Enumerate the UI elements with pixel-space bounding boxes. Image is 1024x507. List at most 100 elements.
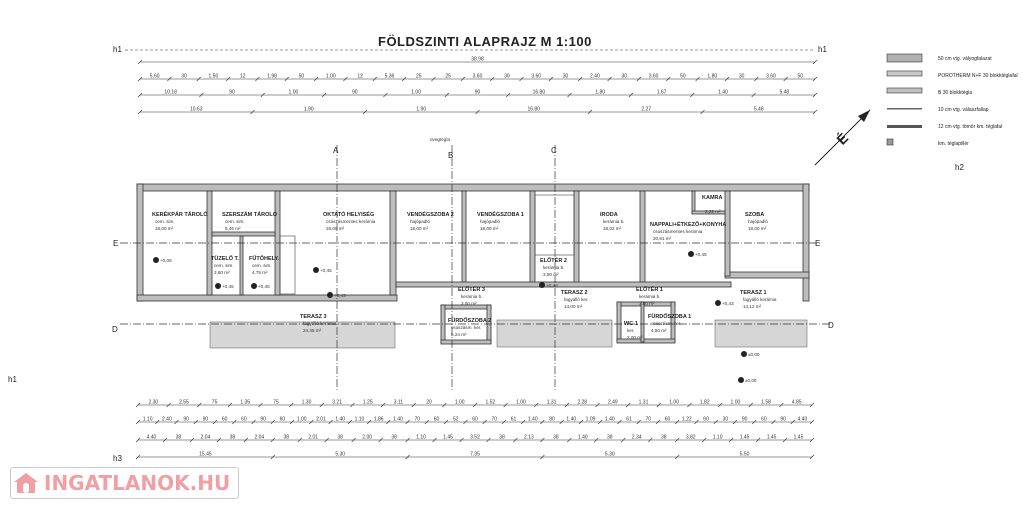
dimension-label: 38: [661, 435, 667, 441]
north-arrow-icon: É: [814, 109, 871, 166]
dimension-label: 3.82: [686, 435, 696, 441]
building-outline: [136, 183, 810, 349]
section-mark-e-right: E: [815, 239, 820, 248]
dimension-label: 61: [626, 417, 632, 423]
dimension-label: 1.40: [393, 417, 403, 423]
room-name: FÜRDŐSZOBA 2: [448, 317, 491, 324]
dimension-label: 1.00: [297, 417, 307, 423]
room-area: 24,45 m²: [303, 328, 322, 333]
dimension-label: 1.40: [605, 417, 615, 423]
dimension-label: 1.31: [639, 400, 649, 406]
dimension-label: 2.34: [632, 435, 642, 441]
dimension-label: 38: [230, 435, 236, 441]
dimension-label: 16.80: [533, 90, 546, 96]
dimension-label: 3.11: [394, 400, 404, 406]
room-floor: kerámia b.: [639, 294, 660, 299]
level-mark-h1-left: h1: [113, 45, 122, 54]
room-name: SZOBA: [745, 212, 764, 218]
dimension-label: 1.00: [516, 400, 526, 406]
room-floor: cem. sim.: [225, 219, 245, 224]
room-area: 26,08 m²: [326, 226, 345, 231]
room-name: VENDÉGSZOBA 2: [407, 210, 454, 218]
room-floor: hajópadló: [480, 219, 500, 224]
elevation-label: +0,45: [222, 284, 234, 289]
dimension-label: 5.60: [150, 74, 160, 80]
room-floor: ker.: [627, 328, 634, 333]
dimension-label: 1.50: [209, 74, 219, 80]
room-area: 4,50 m²: [651, 328, 667, 333]
dimension-label: 3.60: [531, 74, 541, 80]
dimension-label: 1.86: [374, 417, 384, 423]
svg-text:É: É: [833, 130, 851, 148]
dimension-label: 30: [181, 74, 187, 80]
dimension-label: 60: [241, 417, 247, 423]
plan-title: FÖLDSZINTI ALAPRAJZ M 1:100: [378, 34, 592, 49]
dimension-label: 1.30: [302, 400, 312, 406]
dimension-label: 4.40: [798, 417, 808, 423]
dimension-label: 1.10: [713, 435, 723, 441]
dimension-label: 1.67: [657, 90, 667, 96]
dimension-label: 30: [563, 74, 569, 80]
room-area: 20,91 m²: [653, 236, 672, 241]
room-floor: hajópadló: [748, 219, 768, 224]
dimension-label: 1.40: [566, 417, 576, 423]
dimension-label: 1.00: [289, 90, 299, 96]
dimension-label: 1.45: [740, 435, 750, 441]
room-area: 3,50 m²: [543, 272, 559, 277]
dimension-label: 1.40: [335, 417, 345, 423]
dimension-label: 75: [212, 400, 218, 406]
legend-swatch: [886, 138, 894, 146]
dimension-label: 90: [183, 417, 189, 423]
dimension-label: 1.90: [304, 107, 314, 113]
dimension-label: 1.98: [267, 74, 277, 80]
dimension-label: 25: [445, 74, 451, 80]
level-mark-h1-side: h1: [8, 375, 17, 384]
dimension-label: 38: [391, 435, 397, 441]
legend-swatch: [886, 53, 923, 63]
dimension-label: 4.85: [792, 400, 802, 406]
dimension-label: 2.30: [148, 400, 158, 406]
legend-label: 10 cm vtg. válaszfallap: [938, 107, 989, 113]
dimension-label: 60: [761, 417, 767, 423]
room-name: WC 1: [624, 321, 638, 327]
dimension-label: 2.28: [577, 400, 587, 406]
dimension-label: 1.45: [443, 435, 453, 441]
dimension-label: 15.45: [199, 452, 212, 458]
dimension-label: 1.35: [240, 400, 250, 406]
room-name: NAPPALI+ÉTKEZŐ+KONYHA: [650, 220, 726, 228]
room-area: 2,22 m²: [705, 209, 721, 214]
level-mark-h3: h3: [113, 454, 122, 463]
room-floor: hajópadló: [410, 219, 430, 224]
house-icon: [13, 472, 39, 494]
elevation-label: +0,45: [695, 252, 707, 257]
dimension-label: 38: [337, 435, 343, 441]
room-name: KAMRA: [702, 195, 722, 201]
dimension-label: 10.63: [190, 107, 203, 113]
dimension-label: 60: [434, 417, 440, 423]
dimension-label: 5.30: [605, 452, 615, 458]
dimension-label: 2.01: [316, 417, 326, 423]
section-mark-b: B: [448, 151, 453, 160]
dimension-label: 3.60: [766, 74, 776, 80]
room-name: TERASZ 3: [300, 314, 327, 320]
dimension-label: 2.00: [362, 435, 372, 441]
dimension-label: 1.90: [416, 107, 426, 113]
dimension-label: 1.22: [682, 417, 692, 423]
dimension-label: 70: [646, 417, 652, 423]
dimension-label: 5.36: [385, 74, 395, 80]
dimension-label: 75: [273, 400, 279, 406]
dimension-label: 3.52: [470, 435, 480, 441]
dimension-label: 1.40: [578, 435, 588, 441]
dimension-label: 38: [176, 435, 182, 441]
room-name: FŰTŐHELY.: [249, 255, 280, 262]
dimension-label: 1.58: [761, 400, 771, 406]
room-floor: kerámia b.: [543, 265, 564, 270]
elevation-label: +0,45: [320, 268, 332, 273]
dimension-label: 25: [416, 74, 422, 80]
legend-swatch: [886, 70, 923, 77]
dimension-label: 2.55: [179, 400, 189, 406]
elevation-label: +0,05: [160, 258, 172, 263]
dimension-label: 1.25: [363, 400, 373, 406]
